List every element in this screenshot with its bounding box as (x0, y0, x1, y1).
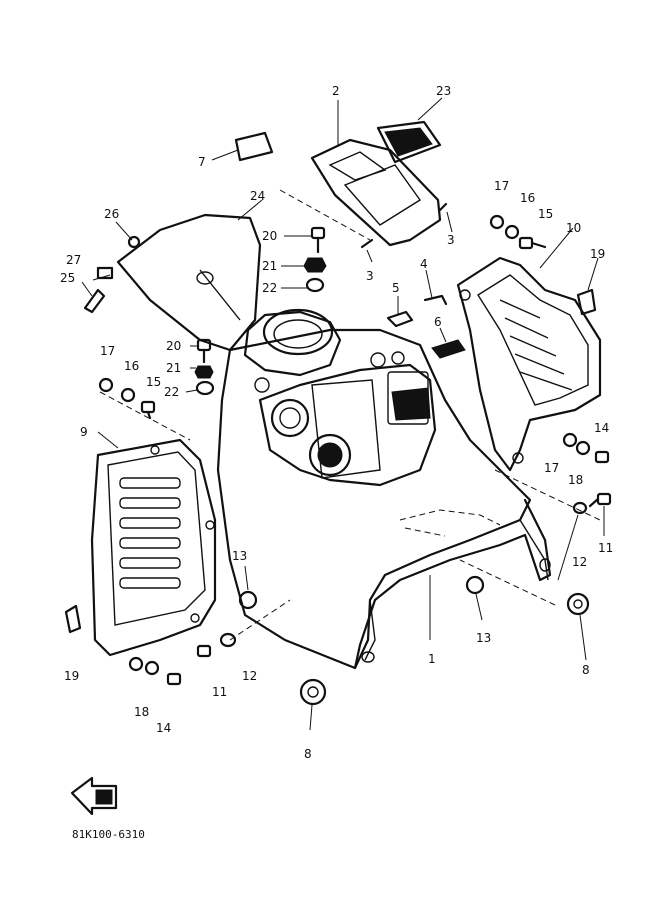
callout-19b: 19 (64, 669, 79, 683)
callout-20a: 20 (262, 229, 277, 243)
decal (376, 120, 442, 164)
callout-18b: 18 (134, 705, 149, 719)
callout-13a: 13 (476, 631, 491, 645)
callout-19a: 19 (590, 247, 605, 261)
callout-6: 6 (434, 315, 442, 329)
callout-labels: 1 2 3 3 4 5 6 7 8 8 9 10 11 11 12 12 13 … (60, 84, 613, 761)
callout-24: 24 (250, 189, 265, 203)
left-side-cover (90, 438, 217, 657)
callout-12b: 12 (242, 669, 257, 683)
callout-16a: 16 (520, 191, 535, 205)
front-panel-body (216, 308, 552, 670)
fasteners (64, 202, 612, 706)
callout-5: 5 (392, 281, 400, 295)
callout-26: 26 (104, 207, 119, 221)
callout-23: 23 (436, 84, 451, 98)
bracket-stay (116, 213, 262, 352)
callout-22a: 22 (262, 281, 277, 295)
callout-20b: 20 (166, 339, 181, 353)
callout-3a: 3 (366, 269, 374, 283)
right-side-cover (456, 256, 602, 472)
callout-13b: 13 (232, 549, 247, 563)
callout-27: 27 (66, 253, 81, 267)
callout-3b: 3 (447, 233, 455, 247)
callout-21a: 21 (262, 259, 277, 273)
callout-17a: 17 (494, 179, 509, 193)
leader-lines (81, 97, 605, 731)
callout-14b: 14 (156, 721, 171, 735)
instrument-cover (310, 138, 442, 247)
callout-17c: 17 (544, 461, 559, 475)
callout-22b: 22 (164, 385, 179, 399)
callout-17b: 17 (100, 344, 115, 358)
callout-16b: 16 (124, 359, 139, 373)
callout-8a: 8 (582, 663, 590, 677)
callout-18a: 18 (568, 473, 583, 487)
callout-11a: 11 (598, 541, 613, 555)
callout-21b: 21 (166, 361, 181, 375)
callout-1: 1 (428, 652, 436, 666)
callout-8b: 8 (304, 747, 312, 761)
callout-12a: 12 (572, 555, 587, 569)
callout-7: 7 (198, 155, 206, 169)
callout-11b: 11 (212, 685, 227, 699)
callout-2: 2 (332, 84, 340, 98)
diagram-code: 81K100-6310 (72, 828, 145, 841)
front-direction-arrow (70, 776, 118, 816)
callout-15a: 15 (538, 207, 553, 221)
callout-9: 9 (80, 425, 88, 439)
callout-14a: 14 (594, 421, 609, 435)
callout-10: 10 (566, 221, 581, 235)
callout-4: 4 (420, 257, 428, 271)
callout-25: 25 (60, 271, 75, 285)
callout-15b: 15 (146, 375, 161, 389)
label-plate (234, 131, 274, 162)
